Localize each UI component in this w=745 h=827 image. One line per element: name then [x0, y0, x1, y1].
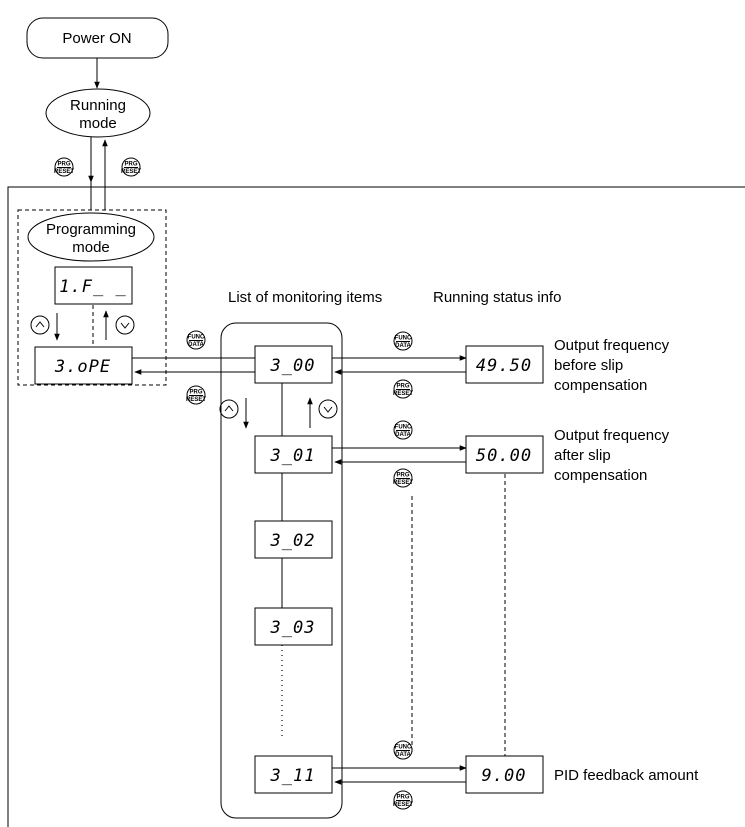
svg-text:PRG: PRG: [396, 473, 409, 479]
svg-text:PRG: PRG: [124, 162, 137, 168]
menu-display-3ope-text: 3.oPE: [54, 357, 111, 377]
func-data-key-row3-icon: FUNC DATA: [393, 740, 413, 760]
running-mode-label-line1: Running: [70, 97, 126, 114]
svg-text:PRG: PRG: [396, 384, 409, 390]
programming-mode-label-line2: mode: [72, 239, 110, 256]
func-data-key-menu-icon: FUNC DATA: [186, 330, 206, 350]
status-value-50-00: [465, 435, 544, 474]
status-value-49-50: [465, 345, 544, 384]
programming-mode-node: [27, 212, 155, 262]
menu-display-1f: [54, 266, 133, 305]
list-up-key-icon: [219, 399, 239, 419]
status-title: Running status info: [433, 289, 561, 306]
prg-reset-key-left-icon: PRG RESET: [54, 157, 74, 177]
monitor-item-3-11-text: 3_11: [270, 766, 316, 786]
prg-reset-key-row1-icon: PRG RESET: [393, 379, 413, 399]
svg-text:RESET: RESET: [186, 397, 206, 403]
func-data-key-row2-icon: FUNC DATA: [393, 420, 413, 440]
func-data-key-row1-icon: FUNC DATA: [393, 331, 413, 351]
svg-text:PRG: PRG: [396, 795, 409, 801]
power-on-label: Power ON: [62, 30, 131, 47]
menu-display-1f-text: 1.F_ _: [59, 277, 126, 297]
svg-text:DATA: DATA: [188, 342, 204, 348]
monitor-item-3-02-text: 3_02: [270, 531, 316, 551]
list-down-key-icon: [318, 399, 338, 419]
description-1-line2: before slip: [554, 357, 623, 374]
monitor-item-3-00-text: 3_00: [270, 356, 316, 376]
svg-text:FUNC: FUNC: [395, 425, 412, 431]
down-key-icon: [115, 315, 135, 335]
monitor-item-3-02: [254, 520, 333, 559]
prg-reset-key-right-icon: PRG RESET: [121, 157, 141, 177]
monitor-item-3-01: [254, 435, 333, 474]
svg-text:PRG: PRG: [189, 390, 202, 396]
svg-text:DATA: DATA: [395, 343, 411, 349]
description-2-line2: after slip: [554, 447, 611, 464]
programming-mode-frame: [17, 209, 167, 386]
status-value-50-00-text: 50.00: [476, 446, 532, 466]
svg-text:FUNC: FUNC: [188, 335, 205, 341]
menu-display-3ope: [34, 346, 133, 385]
svg-text:RESET: RESET: [393, 802, 413, 808]
svg-text:FUNC: FUNC: [395, 745, 412, 751]
svg-text:RESET: RESET: [54, 169, 74, 175]
monitor-item-3-01-text: 3_01: [270, 446, 316, 466]
svg-text:DATA: DATA: [395, 432, 411, 438]
svg-text:RESET: RESET: [121, 169, 141, 175]
description-2-line1: Output frequency: [554, 427, 670, 444]
svg-text:RESET: RESET: [393, 391, 413, 397]
status-value-49-50-text: 49.50: [476, 356, 532, 376]
monitor-item-3-03-text: 3_03: [270, 618, 316, 638]
status-value-9-00: [465, 755, 544, 794]
description-2-line3: compensation: [554, 467, 647, 484]
monitor-item-3-00: [254, 345, 333, 384]
monitor-item-3-03: [254, 607, 333, 646]
svg-text:PRG: PRG: [57, 162, 70, 168]
up-key-icon: [30, 315, 50, 335]
monitoring-list-frame: [220, 322, 343, 819]
prg-reset-key-menu-icon: PRG RESET: [186, 385, 206, 405]
list-title: List of monitoring items: [228, 289, 382, 306]
running-mode-node: [45, 88, 151, 138]
status-value-9-00-text: 9.00: [482, 766, 527, 786]
running-mode-label-line2: mode: [79, 115, 117, 132]
prg-reset-key-row2-icon: PRG RESET: [393, 468, 413, 488]
section-frame: [7, 186, 745, 827]
monitor-item-3-11: [254, 755, 333, 794]
description-3-line1: PID feedback amount: [554, 767, 699, 784]
programming-mode-label-line1: Programming: [46, 221, 136, 238]
svg-text:DATA: DATA: [395, 752, 411, 758]
svg-text:RESET: RESET: [393, 480, 413, 486]
description-1-line1: Output frequency: [554, 337, 670, 354]
svg-text:FUNC: FUNC: [395, 336, 412, 342]
description-1-line3: compensation: [554, 377, 647, 394]
prg-reset-key-row3-icon: PRG RESET: [393, 790, 413, 810]
